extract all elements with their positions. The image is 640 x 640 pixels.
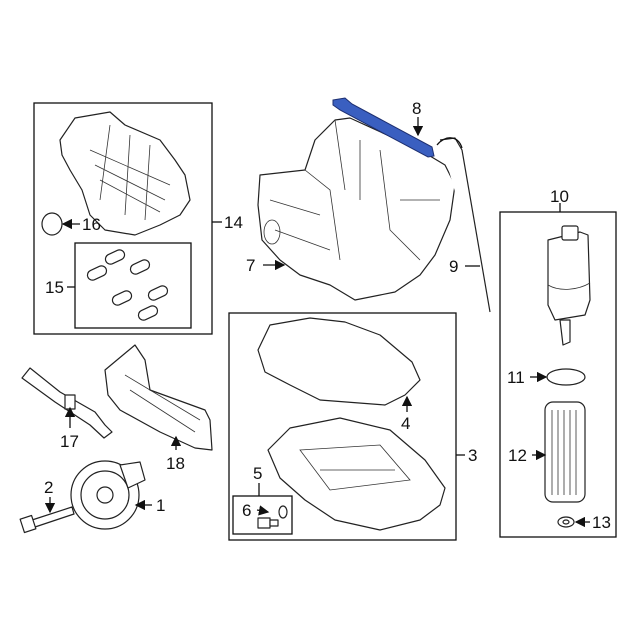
- callout-12: 12: [508, 446, 527, 465]
- oil-dipstick[interactable]: [436, 137, 491, 313]
- callout-6: 6: [242, 501, 251, 520]
- leader-lines: [44, 117, 590, 528]
- oil-filter-element[interactable]: [544, 401, 586, 503]
- drain-plug-group-box: [232, 495, 293, 535]
- callout-3: 3: [468, 446, 477, 465]
- heat-shield[interactable]: [104, 344, 213, 451]
- pcv-tube[interactable]: [21, 367, 113, 439]
- oil-filter-housing[interactable]: [547, 225, 591, 346]
- oil-pan-group-box: [228, 312, 457, 541]
- filter-o-ring[interactable]: [546, 368, 586, 386]
- callout-2: 2: [44, 478, 53, 497]
- lower-oil-pan[interactable]: [267, 417, 446, 531]
- callout-4: 4: [401, 414, 410, 433]
- callout-labels: 8 7 9 10 11 12 13 14 15 16 17 18 1 2 3 4…: [44, 99, 611, 532]
- callout-16: 16: [82, 215, 101, 234]
- oil-pan-gasket[interactable]: [257, 317, 421, 406]
- intake-manifold-group-box: [33, 102, 213, 335]
- callout-5: 5: [253, 464, 262, 483]
- callout-1: 1: [156, 496, 165, 515]
- drain-plug[interactable]: [257, 505, 288, 529]
- o-ring-seal[interactable]: [41, 212, 63, 236]
- crankshaft-pulley[interactable]: [70, 460, 146, 530]
- oil-filter-group-box: [499, 211, 617, 538]
- callout-13: 13: [592, 513, 611, 532]
- callout-7: 7: [246, 256, 255, 275]
- callout-14: 14: [224, 213, 243, 232]
- callout-17: 17: [60, 432, 79, 451]
- callout-15: 15: [45, 278, 64, 297]
- callout-10: 10: [550, 187, 569, 206]
- intake-manifold[interactable]: [59, 111, 191, 236]
- callout-9: 9: [449, 257, 458, 276]
- callout-8: 8: [412, 99, 421, 118]
- intake-gasket-group-box: [74, 242, 192, 329]
- pulley-bolt[interactable]: [19, 506, 75, 534]
- callout-11: 11: [507, 368, 525, 387]
- drain-washer[interactable]: [557, 516, 575, 528]
- oil-pan-baffle-highlighted[interactable]: [332, 97, 435, 158]
- callout-18: 18: [166, 454, 185, 473]
- intake-gaskets[interactable]: [86, 248, 169, 322]
